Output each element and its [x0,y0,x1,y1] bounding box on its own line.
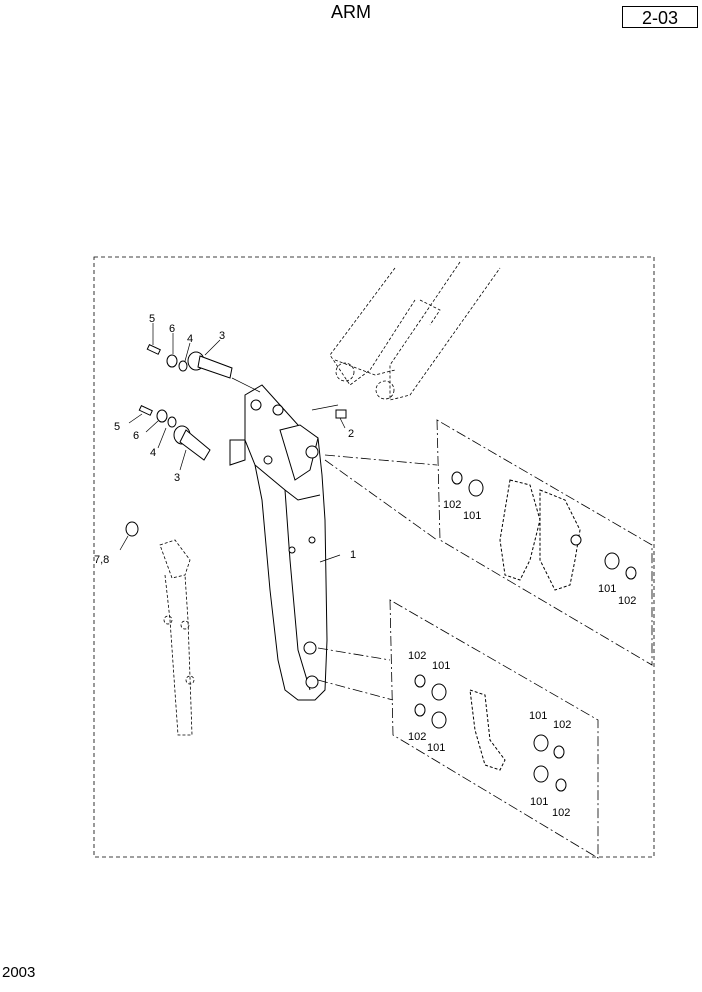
callout-101-e: 101 [529,710,547,722]
callout-101-c: 101 [432,660,450,672]
callout-4-upper: 4 [187,333,193,345]
callout-4-lower: 4 [150,447,156,459]
callout-102-c: 102 [408,650,426,662]
callout-3-lower: 3 [174,472,180,484]
callout-102-d: 102 [408,731,426,743]
footer-year: 2003 [2,964,36,981]
callout-5-upper: 5 [149,313,155,325]
arm-body [229,384,328,701]
callout-102-a: 102 [443,499,461,511]
callout-1: 1 [350,549,356,561]
callout-101-a: 101 [463,510,481,522]
callout-101-f: 101 [530,796,548,808]
page-number-box: 2-03 [622,6,698,28]
callout-102-e: 102 [553,719,571,731]
callout-5-lower: 5 [114,421,120,433]
callout-2: 2 [348,428,354,440]
callout-102-f: 102 [552,807,570,819]
callout-101-b: 101 [598,583,616,595]
callout-7-8: 7,8 [94,554,109,566]
page-title: ARM [331,2,371,22]
callout-labels: 5 6 4 3 5 6 4 3 2 1 7,8 102 101 101 102 … [94,313,636,819]
callout-6-lower: 6 [133,430,139,442]
leader-lines [119,323,346,563]
callout-3-upper: 3 [219,330,225,342]
callout-6-upper: 6 [169,323,175,335]
detail-panel-upper-parts [451,471,637,591]
pin-assembly-upper [125,343,347,537]
detail-panel-upper [324,419,653,666]
callout-101-d: 101 [427,742,445,754]
boom-phantom [329,261,501,401]
callout-102-b: 102 [618,595,636,607]
detail-panel-lower-parts [414,674,567,792]
cylinder-phantom [159,539,195,736]
diagram-frame [93,256,655,858]
detail-panel-lower [317,599,599,859]
